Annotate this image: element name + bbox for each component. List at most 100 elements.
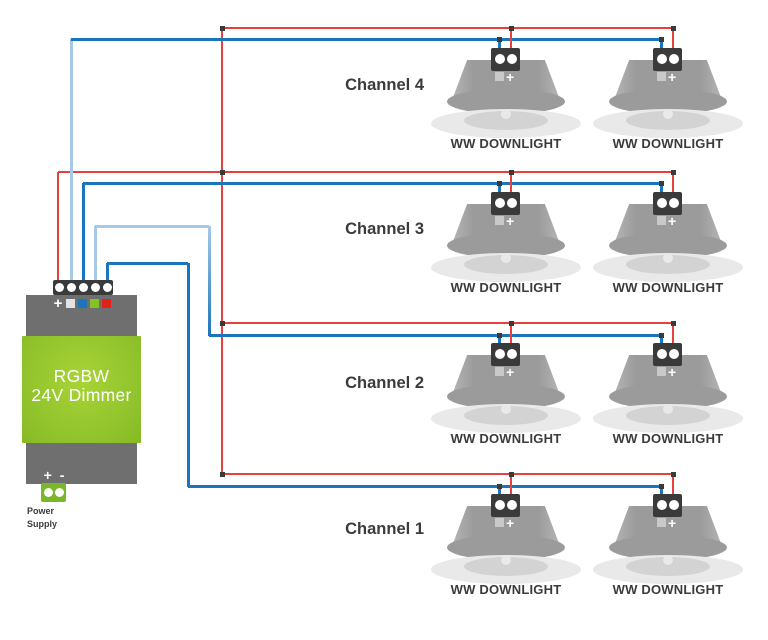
polarity-square [495, 72, 504, 81]
power-supply-connector [41, 483, 66, 502]
connector-hole [668, 500, 679, 510]
connector-hole [656, 500, 667, 510]
downlight-label: WW DOWNLIGHT [450, 582, 562, 597]
downlight-label: WW DOWNLIGHT [612, 431, 724, 446]
connector-hole [494, 500, 505, 510]
junction-dot [508, 169, 514, 175]
terminal-hole [91, 283, 100, 292]
junction-dot [219, 320, 225, 326]
connector-hole [656, 349, 667, 359]
downlight-lens [464, 406, 548, 425]
dimmer-front-panel: RGBW 24V Dimmer [22, 336, 141, 443]
connector-hole [668, 198, 679, 208]
connector-hole [494, 198, 505, 208]
downlight: + WW DOWNLIGHT [426, 172, 586, 300]
downlight-lens [626, 557, 710, 576]
downlight: + WW DOWNLIGHT [588, 323, 748, 451]
downlight-label: WW DOWNLIGHT [450, 280, 562, 295]
wire-blue-ch2 [209, 334, 662, 337]
polarity-square [495, 367, 504, 376]
downlight-lens [464, 255, 548, 274]
channel-4-label: Channel 4 [345, 76, 424, 94]
downlight-label: WW DOWNLIGHT [612, 136, 724, 151]
wire-blue-ch3 [83, 182, 662, 185]
wire-red-ch2 [222, 322, 674, 324]
terminal-marker-red [102, 299, 111, 308]
downlight-connector [491, 343, 520, 366]
wire-blue-ch4-vertical [70, 39, 73, 282]
downlight-notch [501, 555, 511, 565]
terminal-hole [67, 283, 76, 292]
wire-blue-ch1 [188, 485, 662, 488]
downlight: + WW DOWNLIGHT [588, 474, 748, 602]
wire-blue-ch1-loop [107, 262, 188, 265]
junction-dot [219, 471, 225, 477]
downlight-label: WW DOWNLIGHT [612, 280, 724, 295]
polarity-plus: + [506, 515, 515, 531]
wire-blue-ch2-riser [94, 226, 97, 282]
downlight-lens [626, 255, 710, 274]
polarity-square [657, 72, 666, 81]
connector-hole [506, 349, 517, 359]
terminal-marker-blue [78, 299, 87, 308]
channel-2-label: Channel 2 [345, 374, 424, 392]
junction-dot [670, 471, 676, 477]
connector-hole [506, 500, 517, 510]
wire-red-ch4 [222, 27, 674, 29]
wire-drop [672, 172, 674, 194]
junction-dot [508, 471, 514, 477]
wire-drop [498, 335, 501, 346]
power-supply-label-line2: Supply [27, 519, 58, 529]
junction-dot [508, 25, 514, 31]
wire-drop [660, 183, 663, 195]
polarity-square [495, 518, 504, 527]
connector-hole [494, 54, 505, 64]
power-terminal-marking: + - [43, 467, 67, 483]
polarity-square [495, 216, 504, 225]
wire-drop [672, 28, 674, 50]
downlight-connector [653, 48, 682, 71]
downlight-connector [653, 192, 682, 215]
downlight-label: WW DOWNLIGHT [450, 136, 562, 151]
downlight-connector [491, 192, 520, 215]
wire-drop [510, 28, 512, 50]
wire-blue-ch1-riser [106, 263, 109, 282]
polarity-square [657, 367, 666, 376]
downlight-notch [663, 253, 673, 263]
downlight: + WW DOWNLIGHT [588, 172, 748, 300]
wire-drop [510, 172, 512, 194]
downlight-lens [626, 111, 710, 130]
wire-blue-ch1-drop [187, 263, 190, 487]
polarity-plus: + [668, 515, 677, 531]
downlight-notch [663, 555, 673, 565]
junction-dot [219, 25, 225, 31]
dimmer-terminal-block [53, 280, 113, 295]
psu-hole [54, 488, 64, 497]
terminal-hole [55, 283, 64, 292]
polarity-plus: + [506, 364, 515, 380]
downlight-lens [626, 406, 710, 425]
terminal-hole [103, 283, 112, 292]
connector-hole [668, 349, 679, 359]
downlight-connector [491, 494, 520, 517]
wire-drop [660, 486, 663, 497]
power-supply-label-line1: Power [27, 506, 55, 516]
wire-red-feed-horizontal [58, 171, 674, 173]
junction-dot [658, 333, 664, 338]
connector-hole [494, 349, 505, 359]
junction-dot [496, 484, 502, 489]
terminal-marker-green [90, 299, 99, 308]
downlight-lens [464, 111, 548, 130]
junction-dot [496, 181, 502, 186]
dimmer-title-line1: RGBW [53, 366, 110, 386]
downlight-connector [491, 48, 520, 71]
junction-dot [508, 320, 514, 326]
polarity-square [657, 518, 666, 527]
terminal-hole [79, 283, 88, 292]
dimmer-title: RGBW 24V Dimmer [22, 367, 141, 405]
dimmer-plus-marking: + [53, 295, 63, 312]
polarity-plus: + [668, 364, 677, 380]
junction-dot [658, 181, 664, 186]
psu-hole [43, 488, 53, 497]
polarity-plus: + [668, 69, 677, 85]
